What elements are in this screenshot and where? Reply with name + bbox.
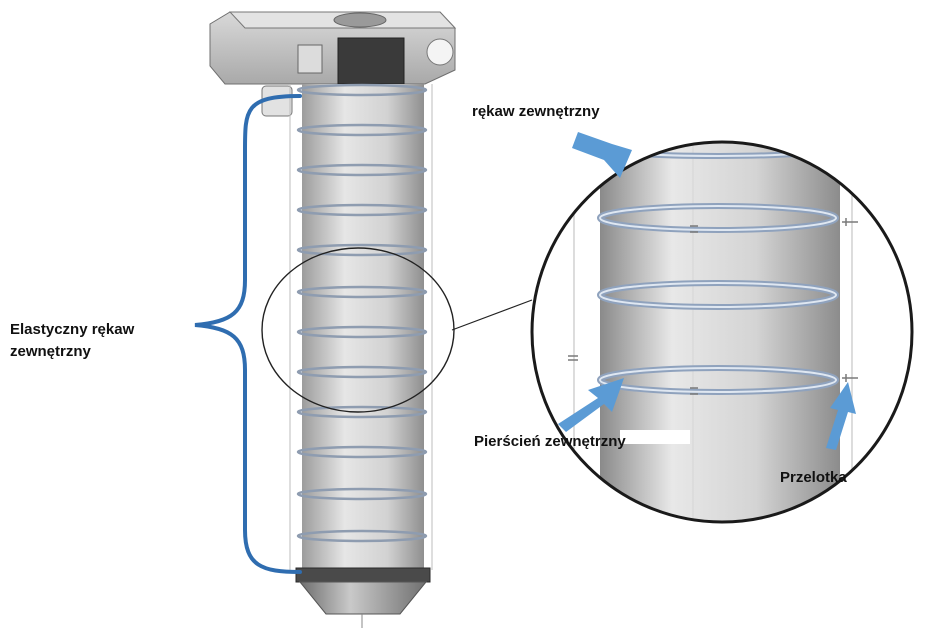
- arrow-outer-ring: [558, 378, 624, 432]
- arrow-eyelet: [826, 382, 856, 450]
- zoom-detail: [530, 140, 914, 524]
- motor-box: [337, 37, 405, 85]
- chute-assembly: [209, 11, 457, 628]
- label-outer-ring: Pierścień zewnętrzny: [474, 433, 626, 450]
- flexible-sleeve-bracket: [194, 94, 302, 574]
- label-flexible-sleeve-line2: zewnętrzny: [10, 343, 91, 360]
- detail-highlight-circle: [261, 247, 455, 413]
- label-eyelet: Przelotka: [780, 469, 847, 486]
- zoom-circle-border: [530, 140, 914, 524]
- top-housing: [209, 11, 457, 117]
- label-flexible-sleeve-line1: Elastyczny rękaw: [10, 321, 135, 338]
- zoom-connector-line: [451, 299, 533, 331]
- panel-icon: [297, 44, 323, 74]
- discharge-cone: [295, 567, 431, 628]
- sleeve-rings: [296, 83, 428, 543]
- arrow-outer-sleeve: [572, 132, 632, 178]
- label-outer-sleeve: rękaw zewnętrzny: [472, 103, 600, 120]
